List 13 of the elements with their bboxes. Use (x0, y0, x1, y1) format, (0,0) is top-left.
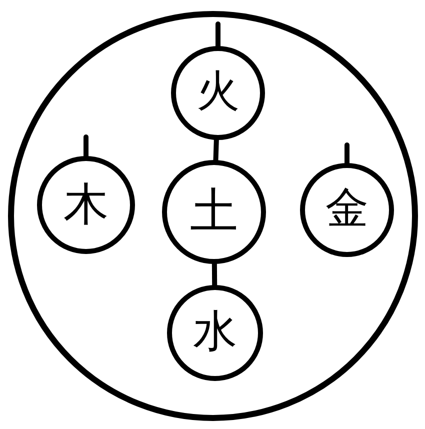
outer-circle (8, 11, 418, 421)
element-circle (300, 163, 394, 257)
element-circle (37, 156, 135, 254)
element-circle (171, 46, 265, 140)
element-character: 水 (193, 310, 237, 354)
element-character: 金 (326, 188, 368, 231)
connector-line (213, 138, 219, 162)
element-character: 火 (196, 70, 240, 114)
connector-line (212, 262, 218, 288)
element-character: 土 (190, 187, 238, 236)
element-character: 木 (64, 182, 108, 227)
element-circle (167, 285, 263, 381)
element-circle (162, 160, 266, 264)
